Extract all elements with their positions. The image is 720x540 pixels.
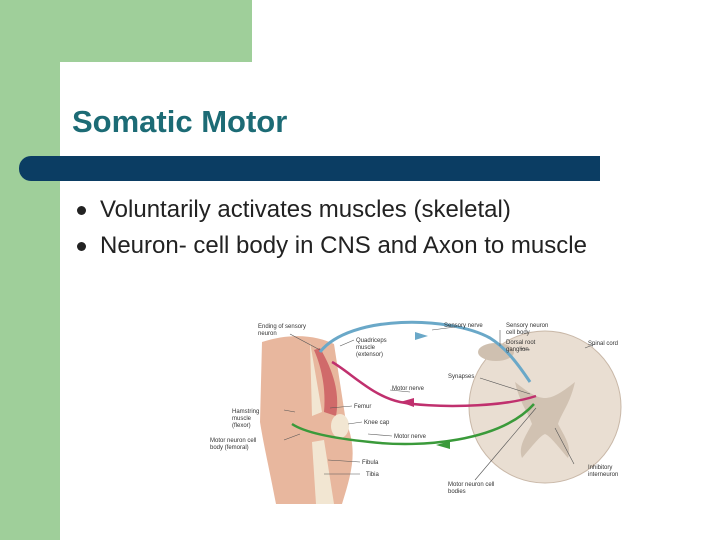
label-hamstring-muscle: muscle xyxy=(232,416,252,422)
bullet-item: Voluntarily activates muscles (skeletal) xyxy=(72,192,610,228)
label-knee-cap: Knee cap xyxy=(364,420,390,426)
motor-nerve-flexor-path xyxy=(291,403,535,446)
gray-matter xyxy=(515,382,575,458)
femur-bone xyxy=(310,342,322,416)
dorsal-root-ganglion xyxy=(478,343,514,361)
label-hamstring: Hamstring xyxy=(232,409,259,415)
bullet-text: Voluntarily activates muscles (skeletal) xyxy=(100,196,511,223)
label-body-femoral: body (femoral) xyxy=(210,445,249,451)
label-ganglion: ganglion xyxy=(506,347,529,353)
label-dorsal-root: Dorsal root xyxy=(506,340,536,346)
label-bodies: bodies xyxy=(448,489,466,495)
sensory-arrow-icon xyxy=(415,332,428,340)
label-muscle: muscle xyxy=(356,345,376,351)
content-corner xyxy=(60,62,120,122)
label-cell-body: cell body xyxy=(506,330,530,336)
leader-lines xyxy=(283,326,596,481)
flexor-arrow-icon xyxy=(436,441,450,449)
label-flexor: (flexor) xyxy=(232,423,251,429)
knee-cap xyxy=(331,414,349,438)
label-inhibitory: Inhibitory xyxy=(588,465,612,471)
sidebar-accent xyxy=(0,0,60,540)
bullet-item: Neuron- cell body in CNS and Axon to mus… xyxy=(72,228,610,264)
label-sensory-neuron: Sensory neuron xyxy=(506,323,548,329)
label-motor-nerve-2: Motor nerve xyxy=(394,434,427,440)
label-fibula: Fibula xyxy=(362,460,379,466)
label-motor-nerve: Motor nerve xyxy=(392,386,425,392)
label-synapses: Synapses xyxy=(448,374,474,380)
label-spinal-cord: Spinal cord xyxy=(588,341,618,347)
label-sensory-nerve: Sensory nerve xyxy=(444,323,483,329)
label-tibia: Tibia xyxy=(366,472,379,478)
slide-title: Somatic Motor xyxy=(72,104,288,139)
label-interneuron: interneuron xyxy=(588,472,618,478)
tibia-bone xyxy=(312,440,334,504)
label-quadriceps: Quadriceps xyxy=(356,338,387,344)
quadriceps-muscle xyxy=(314,348,338,416)
bullet-dot-icon xyxy=(77,242,86,251)
sensory-nerve-path xyxy=(318,320,532,383)
title-rule xyxy=(19,156,600,181)
label-femur: Femur xyxy=(354,404,371,410)
bullet-text: Neuron- cell body in CNS and Axon to mus… xyxy=(100,232,587,259)
reflex-arc-illustration: Ending of sensory neuron Quadriceps musc… xyxy=(210,320,622,504)
label-extensor: (extensor) xyxy=(356,352,383,358)
label-neuron: neuron xyxy=(258,331,277,337)
label-motor-neuron-cell-bodies: Motor neuron cell xyxy=(448,482,494,488)
motor-arrow-icon xyxy=(400,398,414,407)
top-accent xyxy=(0,0,252,62)
label-motor-neuron-cell: Motor neuron cell xyxy=(210,438,256,444)
bullet-list: Voluntarily activates muscles (skeletal)… xyxy=(72,192,610,264)
label-ending-sensory: Ending of sensory xyxy=(258,324,306,330)
bullet-dot-icon xyxy=(77,206,86,215)
